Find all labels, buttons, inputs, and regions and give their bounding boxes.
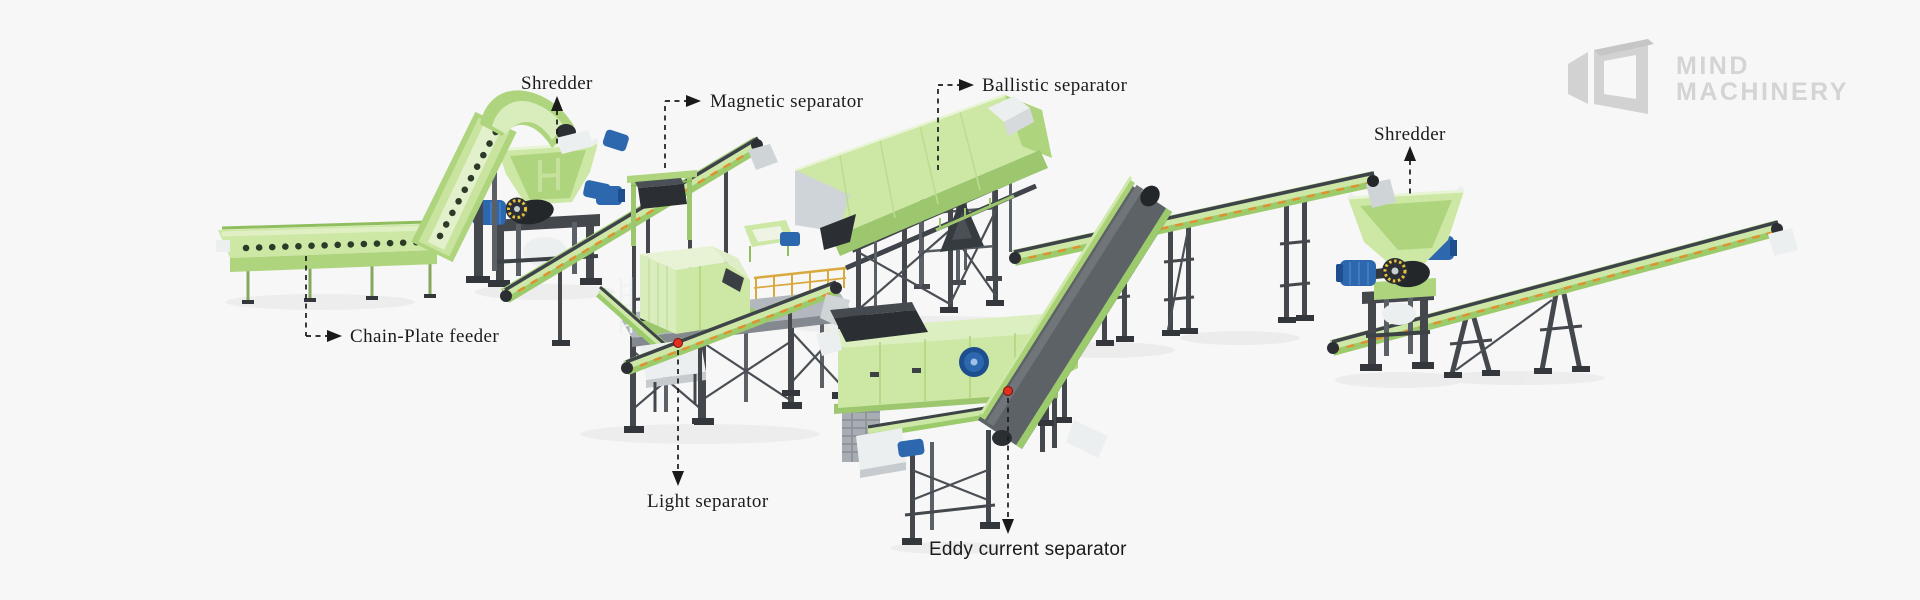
light-separator-marker-dot: [673, 338, 683, 348]
discharge-conveyor-right: [1327, 220, 1798, 378]
label-magnetic-separator: Magnetic separator: [710, 91, 864, 112]
ballistic-separator-machine: [794, 93, 1052, 319]
label-shredder-left: Shredder: [521, 73, 593, 94]
eddy-current-separator-leader-line: [1002, 386, 1014, 534]
label-chain-plate-feeder: Chain-Plate feeder: [350, 326, 500, 347]
label-light-separator: Light separator: [647, 491, 769, 512]
conveyor-head-chute: [1366, 175, 1396, 208]
shredder-right-leader-line: [1404, 146, 1416, 196]
label-eddy-current-separator: Eddy current separator: [929, 539, 1127, 560]
brand-logo: MIND MACHINERY: [1566, 38, 1896, 118]
leader-lines: [305, 79, 1416, 534]
magnetic-separator-leader-line: [664, 95, 701, 168]
light-separator-leader-line: [672, 338, 684, 486]
magnetic-separator-machine: [596, 170, 697, 316]
shredder-left-leader-line: [551, 96, 563, 147]
container-3d-icon: [1568, 39, 1654, 114]
conveyor-to-eddy-separator: [621, 232, 850, 424]
label-ballistic-separator: Ballistic separator: [982, 75, 1128, 96]
ballistic-separator-leader-line: [937, 79, 974, 170]
eddy-current-marker-dot: [1003, 386, 1013, 396]
steep-belt-conveyor: [978, 176, 1172, 458]
conveyor-to-right-shredder: [1009, 171, 1376, 336]
shredder-right-machine: [1336, 186, 1465, 371]
chain-plate-feeder-leader-line: [305, 256, 342, 342]
brand-name-line1: MIND: [1676, 52, 1750, 80]
chain-plate-feeder-machine: [216, 90, 629, 304]
brand-name-line2: MACHINERY: [1676, 78, 1849, 106]
label-shredder-right: Shredder: [1374, 124, 1446, 145]
